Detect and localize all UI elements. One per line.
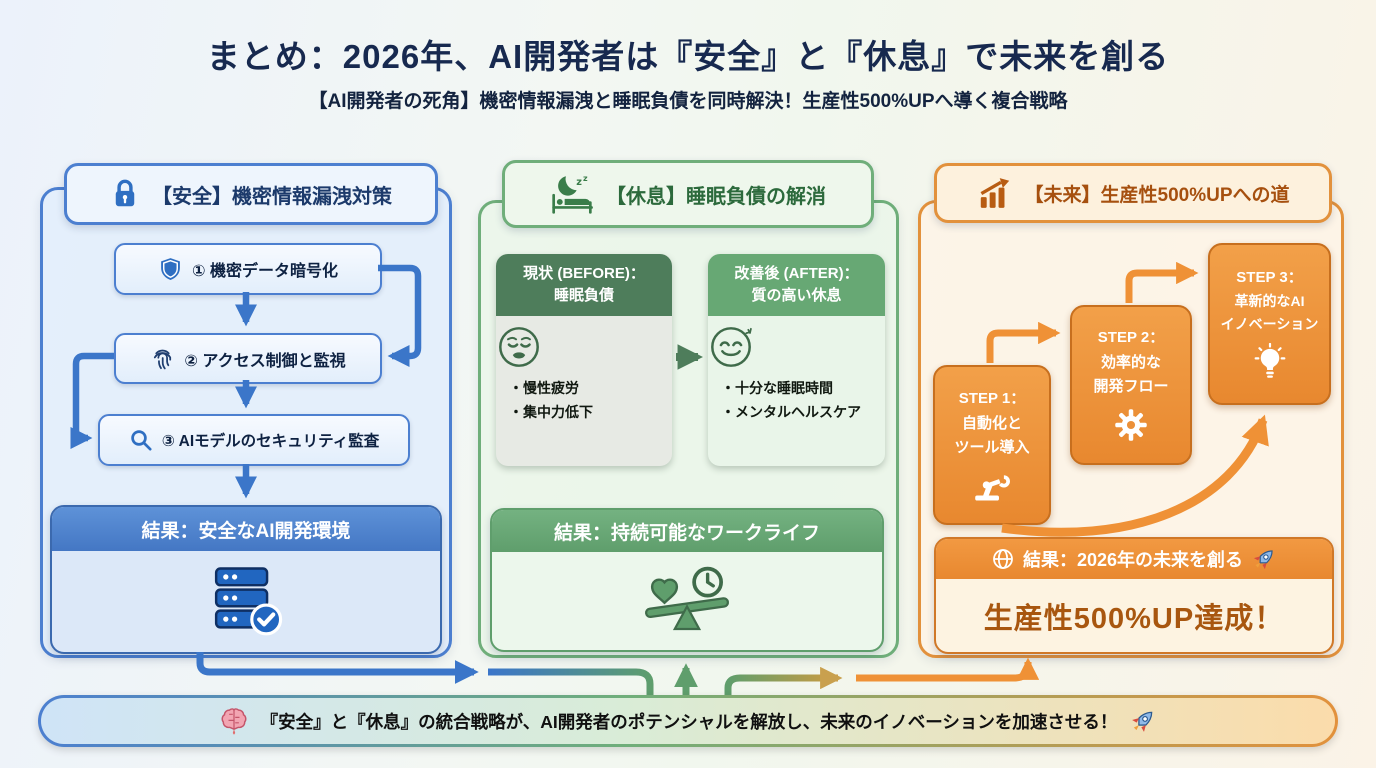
- future-header-label: 【未来】生産性500%UPへの道: [1024, 184, 1290, 206]
- safety-step-encryption: ① 機密データ暗号化: [114, 243, 382, 295]
- before-bullet-list: ・慢性疲労 ・集中力低下: [496, 376, 672, 425]
- after-bullet-list: ・十分な睡眠時間 ・メンタルヘルスケア: [708, 376, 885, 425]
- safety-result-box: 結果：安全なAI開発環境: [50, 505, 442, 654]
- safety-header-label: 【安全】機密情報漏洩対策: [152, 185, 392, 208]
- page-title: まとめ：2026年、AI開発者は『安全』と『休息』で未来を創る: [206, 38, 1170, 75]
- svg-text:z: z: [583, 174, 588, 183]
- future-result-box: 結果：2026年の未来を創る 生産性500%UP達成！: [934, 537, 1334, 654]
- tired-face-icon: [496, 324, 672, 370]
- future-result-body: 生産性500%UP達成！: [983, 602, 1285, 635]
- server-check-icon: [207, 565, 285, 637]
- list-item: ・十分な睡眠時間: [721, 379, 833, 396]
- after-card-title: 改善後 (AFTER)： 質の高い休息: [708, 254, 885, 316]
- list-item: ・慢性疲労: [509, 379, 579, 396]
- after-card: 改善後 (AFTER)： 質の高い休息 ・十分な睡眠時間 ・メンタルヘルスケア: [708, 254, 885, 466]
- safety-step-label: ② アクセス制御と監視: [184, 352, 346, 370]
- rest-header: z z 【休息】睡眠負債の解消: [502, 160, 874, 228]
- safety-step-label: ③ AIモデルのセキュリティ監査: [161, 433, 380, 450]
- future-step-1: STEP 1： 自動化と ツール導入: [933, 365, 1051, 525]
- lightbulb-icon: [1252, 343, 1288, 381]
- future-header: 【未来】生産性500%UPへの道: [934, 163, 1332, 223]
- work-life-balance-icon: [627, 561, 747, 637]
- before-card-title: 現状 (BEFORE)： 睡眠負債: [496, 254, 672, 316]
- future-step-3: STEP 3： 革新的なAI イノベーション: [1208, 243, 1331, 405]
- rest-result-box: 結果：持続可能なワークライフ: [490, 508, 884, 652]
- footer-message: 『安全』と『休息』の統合戦略が、AI開発者のポテンシャルを解放し、未来のイノベー…: [260, 711, 1118, 732]
- future-step-2: STEP 2： 効率的な 開発フロー: [1070, 305, 1192, 465]
- footer-banner: 『安全』と『休息』の統合戦略が、AI開発者のポテンシャルを解放し、未来のイノベー…: [38, 695, 1338, 747]
- safety-result-title: 結果：安全なAI開発環境: [52, 507, 440, 551]
- svg-text:z: z: [576, 177, 582, 188]
- growth-chart-icon: [977, 177, 1013, 209]
- safety-step-access: ② アクセス制御と監視: [114, 333, 382, 384]
- fingerprint-icon: [150, 346, 175, 371]
- safety-step-audit: ③ AIモデルのセキュリティ監査: [98, 414, 410, 466]
- rest-result-title: 結果：持続可能なワークライフ: [492, 510, 882, 552]
- globe-icon: [991, 547, 1015, 571]
- gear-icon: [1113, 407, 1149, 443]
- rest-header-label: 【休息】睡眠負債の解消: [606, 185, 826, 208]
- happy-face-icon: [708, 324, 885, 370]
- safety-step-label: ① 機密データ暗号化: [192, 263, 338, 280]
- brain-icon: [219, 707, 249, 735]
- lock-icon: [110, 178, 140, 210]
- rocket-icon: [1251, 546, 1277, 572]
- future-result-header: 結果：2026年の未来を創る: [936, 539, 1332, 579]
- rocket-icon: [1129, 707, 1157, 735]
- page-subtitle: 【AI開発者の死角】機密情報漏洩と睡眠負債を同時解決！生産性500%UPへ導く複…: [308, 91, 1068, 112]
- sleep-bed-icon: z z: [550, 174, 594, 214]
- magnifier-icon: [129, 428, 153, 452]
- safety-header: 【安全】機密情報漏洩対策: [64, 163, 438, 225]
- before-card: 現状 (BEFORE)： 睡眠負債 ・慢性疲労 ・集中力低下: [496, 254, 672, 466]
- robot-arm-icon: [971, 468, 1013, 502]
- list-item: ・メンタルヘルスケア: [721, 404, 861, 420]
- list-item: ・集中力低下: [509, 404, 593, 420]
- shield-icon: [158, 256, 183, 282]
